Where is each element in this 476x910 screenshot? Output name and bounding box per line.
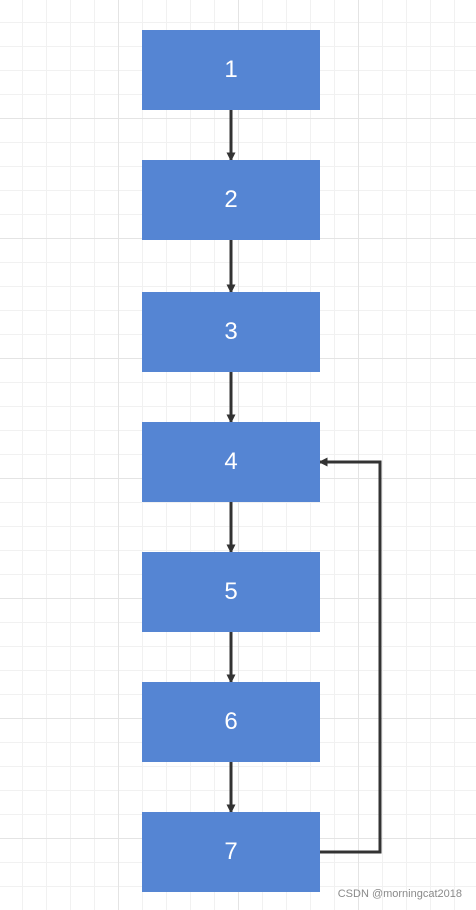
node-1-label: 1 (224, 56, 238, 83)
node-4-label: 4 (224, 448, 238, 475)
watermark: CSDN @morningcat2018 (337, 888, 462, 900)
node-7-label: 7 (224, 838, 238, 865)
node-3[interactable]: 3 (142, 292, 320, 372)
node-7[interactable]: 7 (142, 812, 320, 892)
node-2-label: 2 (224, 186, 238, 213)
node-5-label: 5 (224, 578, 238, 605)
node-4[interactable]: 4 (142, 422, 320, 502)
node-3-label: 3 (224, 318, 238, 345)
node-6-label: 6 (224, 708, 238, 735)
node-6[interactable]: 6 (142, 682, 320, 762)
node-2[interactable]: 2 (142, 160, 320, 240)
node-1[interactable]: 1 (142, 30, 320, 110)
node-5[interactable]: 5 (142, 552, 320, 632)
edge-7-to-4 (318, 457, 382, 854)
